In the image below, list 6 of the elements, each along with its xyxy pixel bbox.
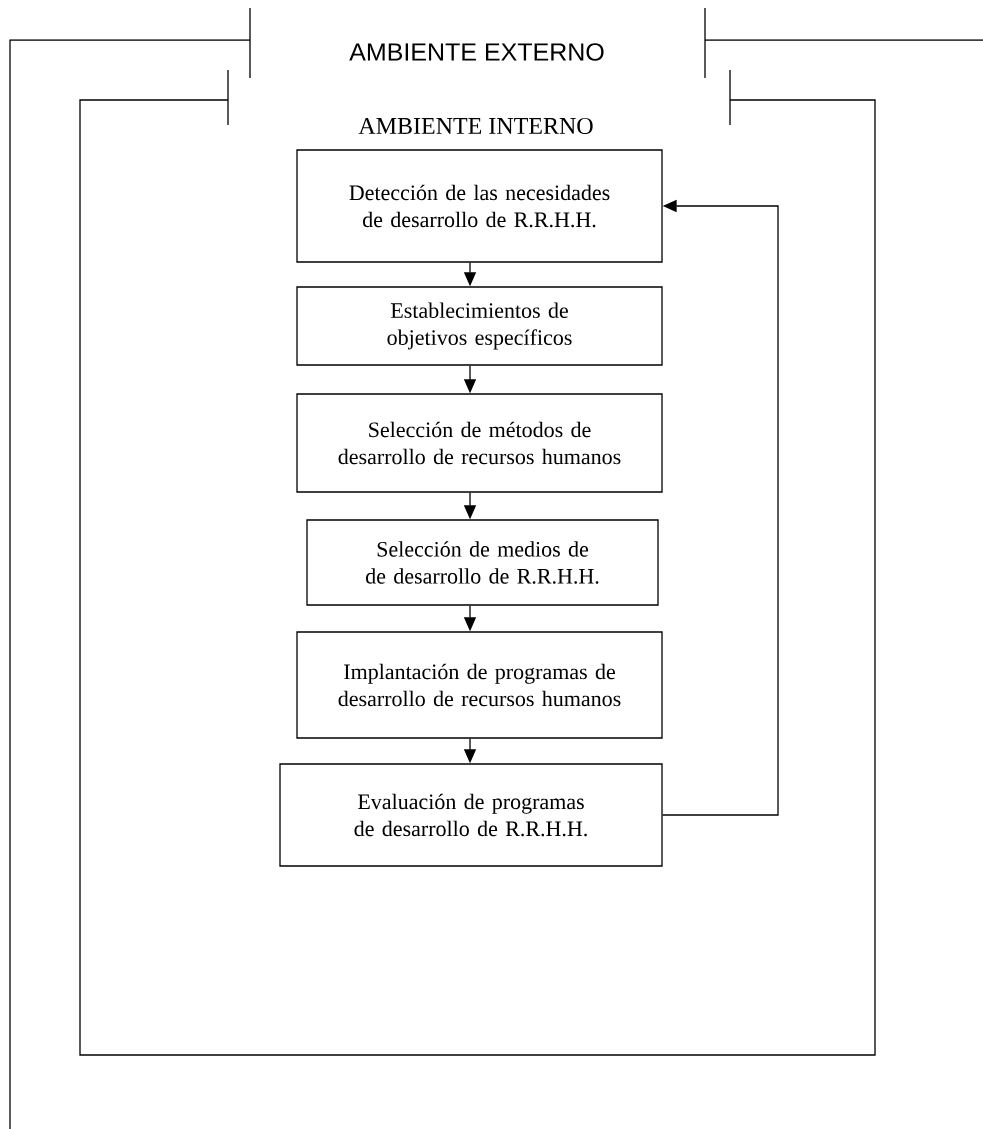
process-box: Implantación de programas de desarrollo de recursos humanos (296, 631, 663, 739)
process-box: Selección de métodos de desarrollo de recursos humanos (296, 393, 663, 493)
process-box: Detección de las necesidades de desarrollo de R.R.H.H. (296, 149, 663, 263)
process-box: Evaluación de programas de desarrollo de R.R.H.H. (279, 763, 663, 867)
process-box: Establecimientos de objetivos específicos (296, 286, 663, 366)
process-box: Selección de medios de de desarrollo de R.R.H.H. (306, 519, 659, 606)
